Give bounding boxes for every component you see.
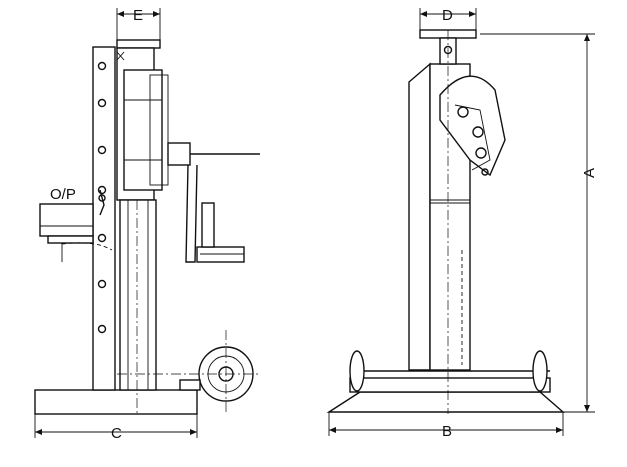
- dimension-label-e: E: [133, 7, 143, 24]
- crank-arm: [185, 164, 198, 263]
- crank-hub: [167, 142, 191, 166]
- mounting-holes: [97, 61, 107, 334]
- front-wheel-left: [349, 350, 365, 392]
- side-column: [119, 199, 157, 391]
- dimension-label-c: C: [111, 425, 122, 442]
- label-op: O/P: [50, 186, 76, 203]
- front-column: [408, 62, 431, 371]
- side-head-cap: [116, 39, 161, 49]
- side-base-plate: [34, 389, 198, 415]
- dimension-label-d: D: [442, 7, 453, 24]
- front-base: [326, 391, 565, 413]
- toe-lift-plate: [39, 203, 94, 237]
- dimension-label-b: B: [442, 423, 452, 440]
- side-view: E C O/P: [34, 7, 260, 442]
- crank-handle: [196, 246, 245, 263]
- front-view: D A B: [326, 7, 598, 440]
- side-mounting-plate: [92, 46, 116, 391]
- dimension-label-a: A: [581, 168, 598, 178]
- front-wheel-right: [532, 350, 548, 392]
- gear-housing: [123, 69, 163, 191]
